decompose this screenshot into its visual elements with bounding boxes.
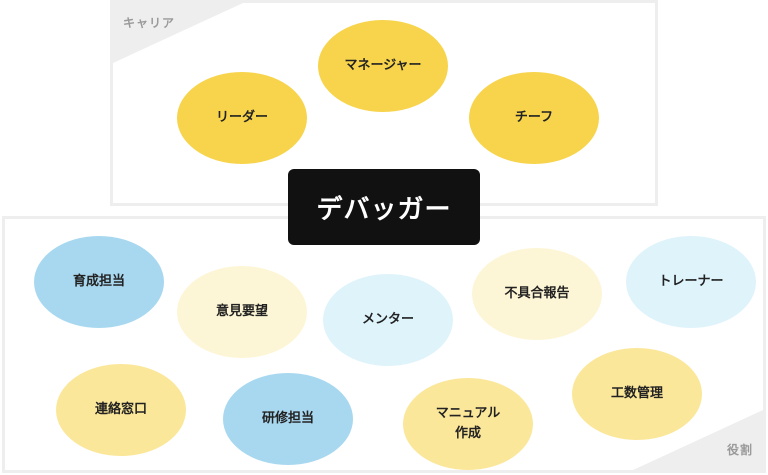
career-panel-corner bbox=[113, 3, 243, 63]
role-node-trainer: トレーナー bbox=[626, 236, 756, 328]
career-label: キャリア bbox=[123, 16, 176, 30]
role-node-training: 育成担当 bbox=[34, 236, 164, 328]
role-node-mentor: メンター bbox=[323, 274, 453, 366]
role-node-contact: 連絡窓口 bbox=[56, 364, 186, 456]
role-node-effort-management: 工数管理 bbox=[572, 348, 702, 440]
role-node-course-training: 研修担当 bbox=[223, 373, 353, 465]
career-node-manager: マネージャー bbox=[318, 20, 448, 112]
career-node-leader: リーダー bbox=[177, 72, 307, 164]
debugger-title-box: デバッガー bbox=[288, 169, 480, 245]
career-node-chief: チーフ bbox=[469, 72, 599, 164]
role-node-feedback: 意見要望 bbox=[177, 266, 307, 358]
role-node-bug-report: 不具合報告 bbox=[472, 248, 602, 340]
role-node-manual: マニュアル 作成 bbox=[403, 378, 533, 470]
role-label: 役割 bbox=[726, 443, 753, 457]
